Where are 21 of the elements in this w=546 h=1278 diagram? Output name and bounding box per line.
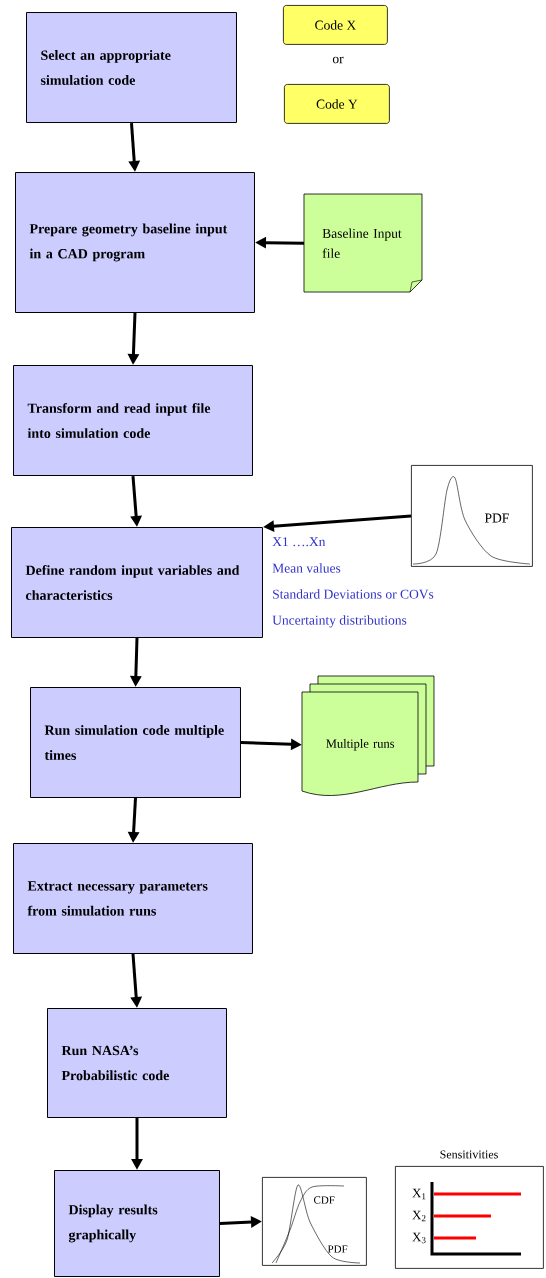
code-box: Code Y xyxy=(284,84,390,124)
sensitivity-chart: Sensitivities X$_{1}$ X$_{2}$ X$_{3}$ xyxy=(395,1150,544,1269)
process-box: Prepare geometry baseline input in a CAD program xyxy=(15,172,255,313)
annotation-text: Uncertainty distributions xyxy=(272,615,407,628)
cdf-pdf-chart: CDF PDF xyxy=(262,1177,367,1266)
annotation-text: Mean values xyxy=(272,563,341,573)
document-note: Baseline Input file xyxy=(303,193,423,293)
annotation-text: X1 ….Xn xyxy=(272,537,326,547)
annotation-text: Standard Deviations or COVs xyxy=(273,589,434,599)
process-box: Run NASA’s Probabilistic code xyxy=(47,1008,227,1118)
connector-word: or xyxy=(332,56,344,64)
process-box: Transform and read input file into simulation code xyxy=(13,365,253,476)
process-box: Display results graphically xyxy=(54,1170,220,1277)
document-stack: Multiple runs xyxy=(301,675,435,796)
process-box: Select an appropriate simulation code xyxy=(26,12,237,123)
code-box: Code X xyxy=(283,5,388,45)
node-label: Sensitivities xyxy=(440,1150,498,1159)
process-box: Extract necessary parameters from simulation runs xyxy=(13,843,253,954)
process-box: Run simulation code multiple times xyxy=(30,687,241,798)
process-box: Define random input variables and characteristics xyxy=(11,527,263,638)
pdf-chart: PDF xyxy=(411,465,533,567)
